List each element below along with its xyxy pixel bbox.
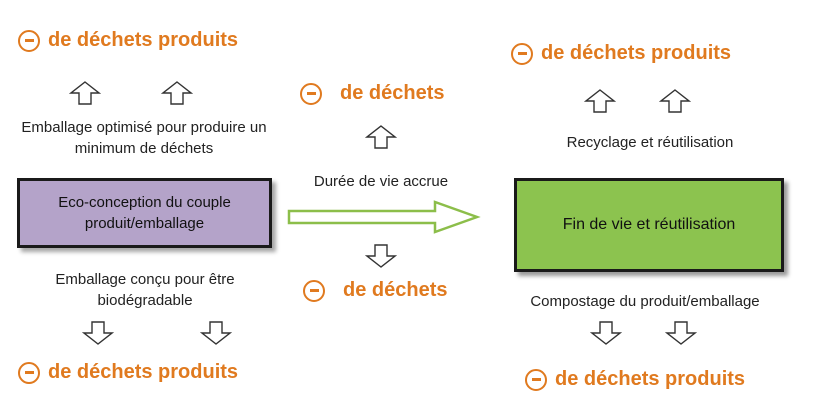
heading-text: de déchets [340, 82, 445, 104]
eco-conception-box: Eco-conception du couple produit/emballa… [17, 178, 272, 248]
end-of-life-box: Fin de vie et réutilisation [514, 178, 784, 272]
minus-circle-icon [300, 82, 322, 105]
middle-label: Durée de vie accrue [313, 173, 449, 190]
minus-circle-icon [525, 368, 547, 391]
down-arrow-icon [365, 244, 397, 268]
heading-middle-top: de déchets [300, 82, 444, 105]
heading-bottom-right: de déchets produits [525, 368, 745, 391]
up-arrow-icon [659, 89, 691, 113]
heading-text: de déchets produits [555, 368, 746, 390]
left-bottom-label: Emballage conçu pour être biodégradable [55, 271, 235, 309]
heading-middle-bottom: de déchets [303, 279, 447, 302]
up-arrow-icon [161, 81, 193, 105]
down-arrow-icon [665, 321, 697, 345]
up-arrow-icon [69, 81, 101, 105]
eco-conception-text: Eco-conception du couple produit/emballa… [58, 194, 231, 232]
up-arrow-icon [584, 89, 616, 113]
heading-text: de déchets [343, 279, 448, 301]
heading-text: de déchets produits [48, 29, 239, 51]
heading-bottom-left: de déchets produits [18, 361, 238, 384]
heading-top-left: de déchets produits [18, 29, 238, 52]
down-arrow-icon [82, 321, 114, 345]
flow-right-arrow-icon [287, 200, 481, 234]
minus-circle-icon [511, 42, 533, 65]
heading-text: de déchets produits [48, 361, 239, 383]
heading-top-right: de déchets produits [511, 42, 731, 65]
heading-text: de déchets produits [541, 42, 732, 64]
down-arrow-icon [200, 321, 232, 345]
up-arrow-icon [365, 125, 397, 149]
right-bottom-label: Compostage du produit/emballage [530, 293, 760, 310]
down-arrow-icon [590, 321, 622, 345]
right-top-label: Recyclage et réutilisation [566, 134, 734, 151]
minus-circle-icon [303, 279, 325, 302]
left-top-label: Emballage optimisé pour produire un mini… [21, 119, 267, 157]
end-of-life-text: Fin de vie et réutilisation [562, 215, 736, 233]
minus-circle-icon [18, 29, 40, 52]
minus-circle-icon [18, 361, 40, 384]
